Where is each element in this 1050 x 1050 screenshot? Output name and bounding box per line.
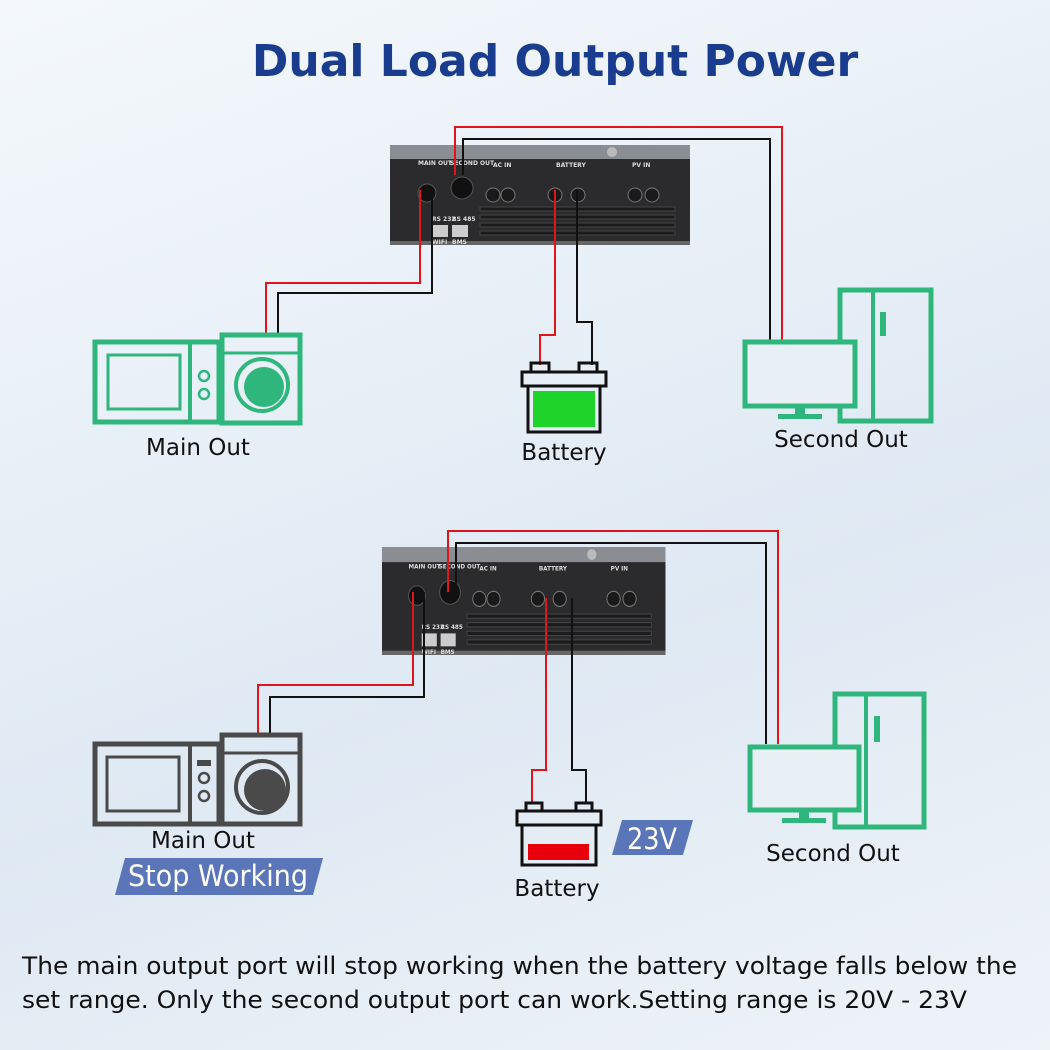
inverter-label-second-out: SECOND OUT: [450, 160, 495, 167]
scenario-low-battery: MAIN OUT SECOND OUT AC IN BATTERY PV IN …: [92, 530, 927, 902]
inverter-label-wifi: WIFI: [422, 649, 436, 656]
second-out-label: Second Out: [774, 427, 908, 453]
main-out-label: Main Out: [151, 828, 255, 854]
battery-label: Battery: [514, 876, 599, 902]
inverter-label-wifi: WIFI: [432, 239, 447, 246]
inverter: MAIN OUT SECOND OUT AC IN BATTERY PV IN …: [382, 547, 666, 656]
microwave-icon: [92, 741, 222, 827]
inverter-label-bms: BMS: [452, 239, 467, 246]
inverter-label-main-out: MAIN OUT: [418, 160, 453, 167]
inverter-label-ac-in: AC IN: [479, 565, 496, 572]
inverter-label-second-out: SECOND OUT: [439, 563, 481, 570]
inverter: MAIN OUT SECOND OUT AC IN BATTERY PV IN …: [390, 145, 690, 246]
inverter-label-pv-in: PV IN: [611, 565, 628, 572]
battery-full-icon: [520, 361, 608, 434]
inverter-label-rs485: RS 485: [452, 216, 476, 223]
stop-working-text: Stop Working: [128, 859, 308, 893]
wires: [265, 126, 783, 365]
voltage-badge: 23V: [612, 820, 693, 856]
washing-machine-icon: [219, 732, 303, 827]
page-title: Dual Load Output Power: [252, 36, 859, 87]
wires: [257, 530, 779, 803]
inverter-label-rs232: RS 232: [422, 624, 444, 631]
caption-line-2: set range. Only the second output port c…: [22, 986, 968, 1014]
inverter-label-battery: BATTERY: [539, 565, 568, 572]
inverter-label-pv-in: PV IN: [632, 162, 650, 169]
inverter-label-battery: BATTERY: [556, 162, 586, 169]
second-out-label: Second Out: [766, 841, 900, 867]
monitor-icon: [747, 744, 862, 823]
washing-machine-icon: [219, 332, 303, 426]
battery-voltage: 23V: [627, 822, 677, 856]
battery-low-icon: [515, 801, 603, 867]
inverter-label-rs232: RS 232: [432, 216, 456, 223]
caption-line-1: The main output port will stop working w…: [21, 952, 1017, 980]
inverter-label-main-out: MAIN OUT: [408, 563, 441, 570]
scenario-normal: MAIN OUT SECOND OUT AC IN BATTERY PV IN …: [92, 126, 934, 466]
battery-label: Battery: [521, 440, 606, 466]
stop-working-badge: Stop Working: [115, 858, 323, 895]
inverter-label-bms: BMS: [441, 649, 455, 656]
microwave-icon: [92, 339, 222, 425]
inverter-label-rs485: RS 485: [441, 624, 463, 631]
main-out-label: Main Out: [146, 435, 250, 461]
monitor-icon: [742, 339, 858, 419]
inverter-label-ac-in: AC IN: [493, 162, 511, 169]
